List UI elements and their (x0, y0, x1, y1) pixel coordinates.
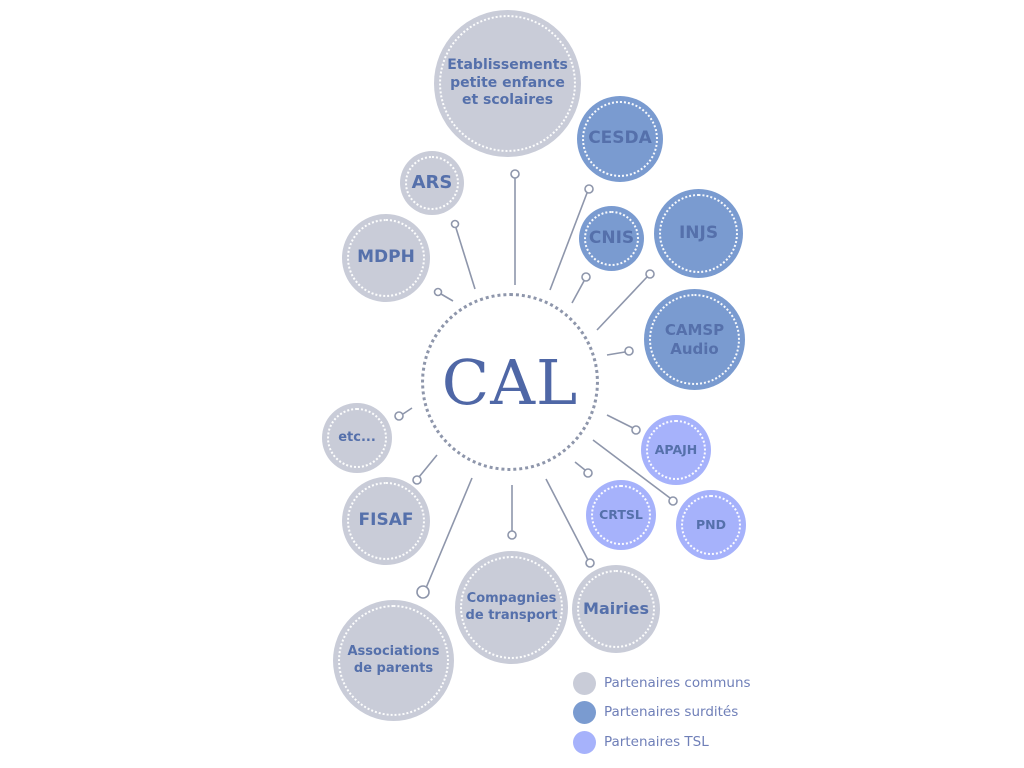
node-compagnies: Compagnies de transport (455, 551, 568, 664)
connector-associations (425, 477, 473, 589)
node-cesda: CESDA (577, 96, 663, 182)
legend-label-deaf: Partenaires surdités (604, 704, 739, 720)
legend-item-tsl: Partenaires TSL (573, 730, 709, 754)
legend-swatch-deaf (573, 700, 596, 724)
connector-end-etc (394, 411, 404, 421)
connector-end-etablissements (510, 169, 520, 179)
center-ring (421, 293, 599, 471)
node-apajh: APAJH (641, 415, 711, 485)
node-fisaf-label: FISAF (358, 510, 414, 531)
node-injs: INJS (654, 189, 743, 278)
node-cnis-label: CNIS (588, 227, 635, 248)
connector-mairies (545, 478, 589, 561)
node-mairies-label: Mairies (583, 599, 649, 618)
node-injs-label: INJS (678, 222, 719, 243)
legend-item-common: Partenaires communs (573, 671, 751, 695)
connector-crtsl (574, 461, 586, 471)
center-label: CAL (441, 345, 579, 419)
node-camsp-label: CAMSP Audio (664, 320, 725, 358)
node-cesda-label: CESDA (588, 128, 652, 149)
node-etc-label: etc... (338, 429, 376, 445)
connector-end-injs (645, 269, 655, 279)
connector-end-camsp (624, 346, 634, 356)
connector-end-associations (416, 585, 430, 599)
legend-label-common: Partenaires communs (604, 675, 751, 691)
node-ars: ARS (400, 151, 464, 215)
node-etc: etc... (322, 403, 392, 473)
connector-cnis (571, 280, 585, 304)
connector-end-apajh (631, 425, 641, 435)
connector-injs (596, 276, 648, 331)
connector-end-pnd (668, 496, 678, 506)
node-crtsl-label: CRTSL (599, 507, 643, 523)
node-etablissements: Etablissements petite enfance et scolair… (434, 10, 581, 157)
node-camsp: CAMSP Audio (644, 289, 745, 390)
node-ars-label: ARS (411, 171, 453, 193)
connector-end-cnis (581, 272, 591, 282)
connector-end-ars (450, 219, 460, 229)
connector-end-crtsl (583, 468, 593, 478)
node-mdph: MDPH (342, 214, 430, 302)
connector-cesda (549, 192, 588, 291)
legend-item-deaf: Partenaires surdités (573, 700, 738, 724)
node-pnd: PND (676, 490, 746, 560)
connector-end-cesda (584, 184, 594, 194)
node-crtsl: CRTSL (586, 480, 656, 550)
connector-end-fisaf (412, 475, 422, 485)
connector-mdph (440, 293, 454, 302)
node-etablissements-label: Etablissements petite enfance et scolair… (447, 57, 568, 109)
connector-fisaf (418, 454, 438, 478)
node-cnis: CNIS (579, 206, 644, 271)
connector-ars (455, 227, 476, 290)
connector-camsp (606, 351, 626, 356)
connector-etc (402, 407, 413, 415)
node-associations-label: Associations de parents (347, 644, 440, 676)
legend-label-tsl: Partenaires TSL (604, 734, 709, 750)
node-associations: Associations de parents (333, 600, 454, 721)
legend-swatch-tsl (573, 730, 596, 754)
connector-end-mdph (433, 287, 443, 297)
node-mairies: Mairies (572, 565, 660, 653)
connector-end-mairies (585, 558, 595, 568)
node-fisaf: FISAF (342, 477, 430, 565)
node-compagnies-label: Compagnies de transport (465, 591, 558, 623)
node-apajh-label: APAJH (654, 442, 698, 458)
connector-end-compagnies (507, 530, 517, 540)
connector-apajh (606, 414, 634, 429)
legend-swatch-common (573, 671, 596, 695)
connector-pnd (592, 439, 671, 499)
node-pnd-label: PND (696, 517, 726, 533)
node-mdph-label: MDPH (357, 247, 415, 268)
